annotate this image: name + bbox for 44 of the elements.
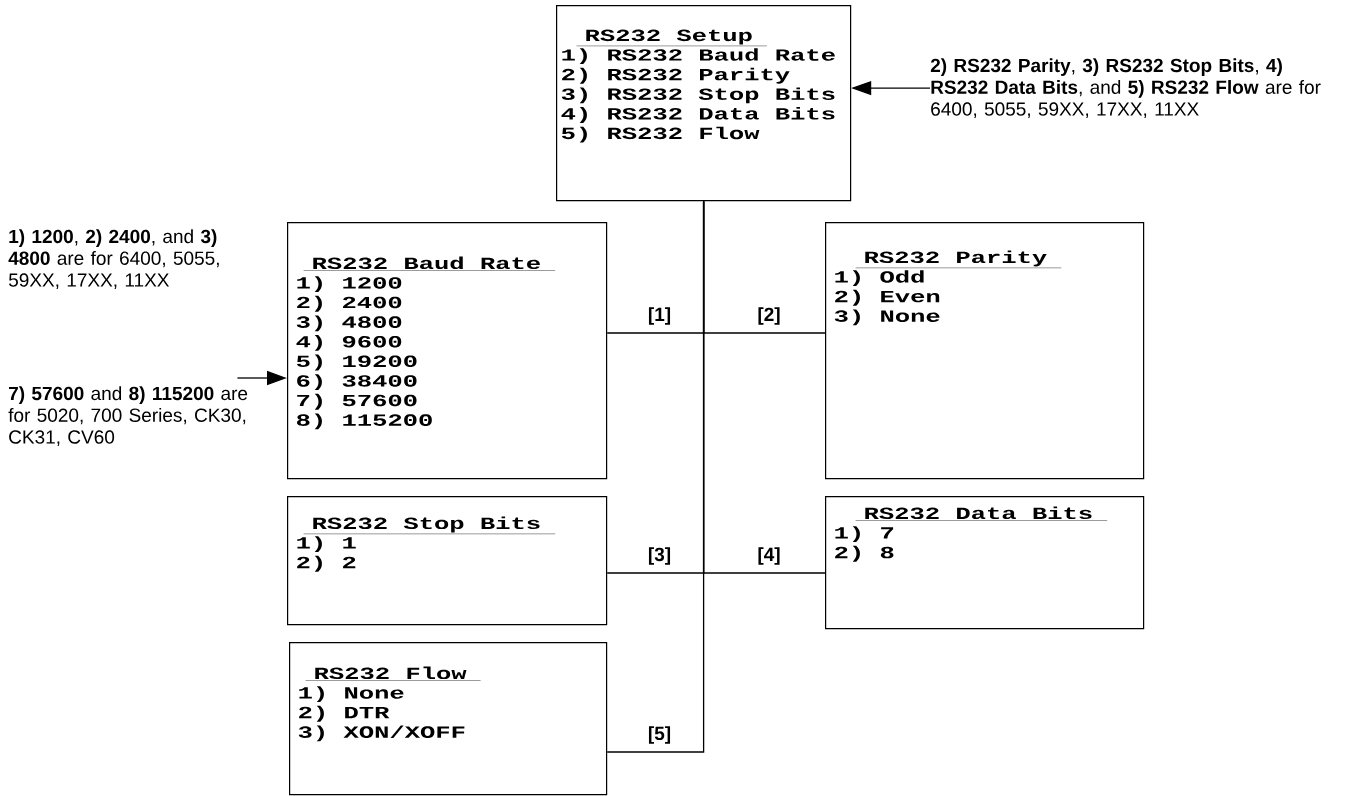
menu-option: 6) 38400	[297, 374, 417, 391]
edge-label: [4]	[758, 547, 780, 565]
menu-option: 3) 4800	[296, 315, 402, 332]
menu-option: 5) 19200	[296, 354, 417, 371]
menu-title: RS232 Baud Rate	[303, 256, 556, 271]
menu-option: 1) RS232 Baud Rate	[562, 48, 835, 65]
menu-option: 4) 9600	[296, 335, 402, 351]
menu-option: 2) 2	[297, 555, 356, 572]
note-text: 7) 57600 and 8) 115200 are for 5020, 700 Series, CK30, CK31, CV60	[8, 386, 248, 446]
menu-screen-box	[556, 5, 852, 202]
menu-option: 3) XON/XOFF	[298, 725, 465, 742]
menu-option: 4) RS232 Data Bits	[561, 107, 835, 123]
menu-option: 1) 1200	[297, 276, 402, 293]
menu-option: 7) 57600	[297, 393, 417, 410]
menu-option: 3) None	[834, 309, 940, 326]
menu-title: RS232 Setup	[576, 29, 768, 47]
menu-option: 1) Odd	[835, 270, 924, 287]
menu-option: 2) Even	[835, 289, 940, 306]
menu-option: 2) 2400	[297, 295, 402, 312]
edge-label: [3]	[648, 547, 671, 565]
menu-screen-box	[289, 642, 608, 796]
menu-title: RS232 Data Bits	[855, 506, 1108, 521]
menu-option: 5) RS232 Flow	[561, 126, 760, 143]
edge-label: [5]	[648, 726, 671, 744]
menu-screen-box	[287, 222, 608, 480]
edge-label: [2]	[758, 307, 780, 325]
menu-screen-box	[287, 496, 608, 626]
menu-option: 2) RS232 Parity	[562, 67, 790, 84]
menu-screen-box	[825, 222, 1145, 480]
note-text: 2) RS232 Parity, 3) RS232 Stop Bits, 4) RS232 Data Bits, and 5) RS232 Flow are for 6400, 5055, 59XX, 17XX, 11XX	[930, 58, 1321, 118]
menu-title: RS232 Flow	[305, 666, 481, 681]
connector-line	[606, 200, 705, 753]
menu-option: 2) 8	[835, 545, 894, 562]
menu-option: 1) 7	[835, 526, 894, 543]
edge-label: [1]	[648, 307, 671, 325]
menu-option: 1) None	[299, 686, 404, 703]
menu-title: RS232 Parity	[855, 250, 1062, 269]
menu-screen-box	[825, 496, 1145, 630]
menu-title: RS232 Stop Bits	[303, 516, 556, 535]
menu-option: 8) 115200	[296, 413, 432, 430]
menu-option: 3) RS232 Stop Bits	[561, 87, 835, 104]
note-text: 1) 1200, 2) 2400, and 3) 4800 are for 6400, 5055, 59XX, 17XX, 11XX	[8, 229, 219, 289]
menu-option: 1) 1	[297, 536, 356, 553]
menu-option: 2) DTR	[299, 705, 390, 722]
